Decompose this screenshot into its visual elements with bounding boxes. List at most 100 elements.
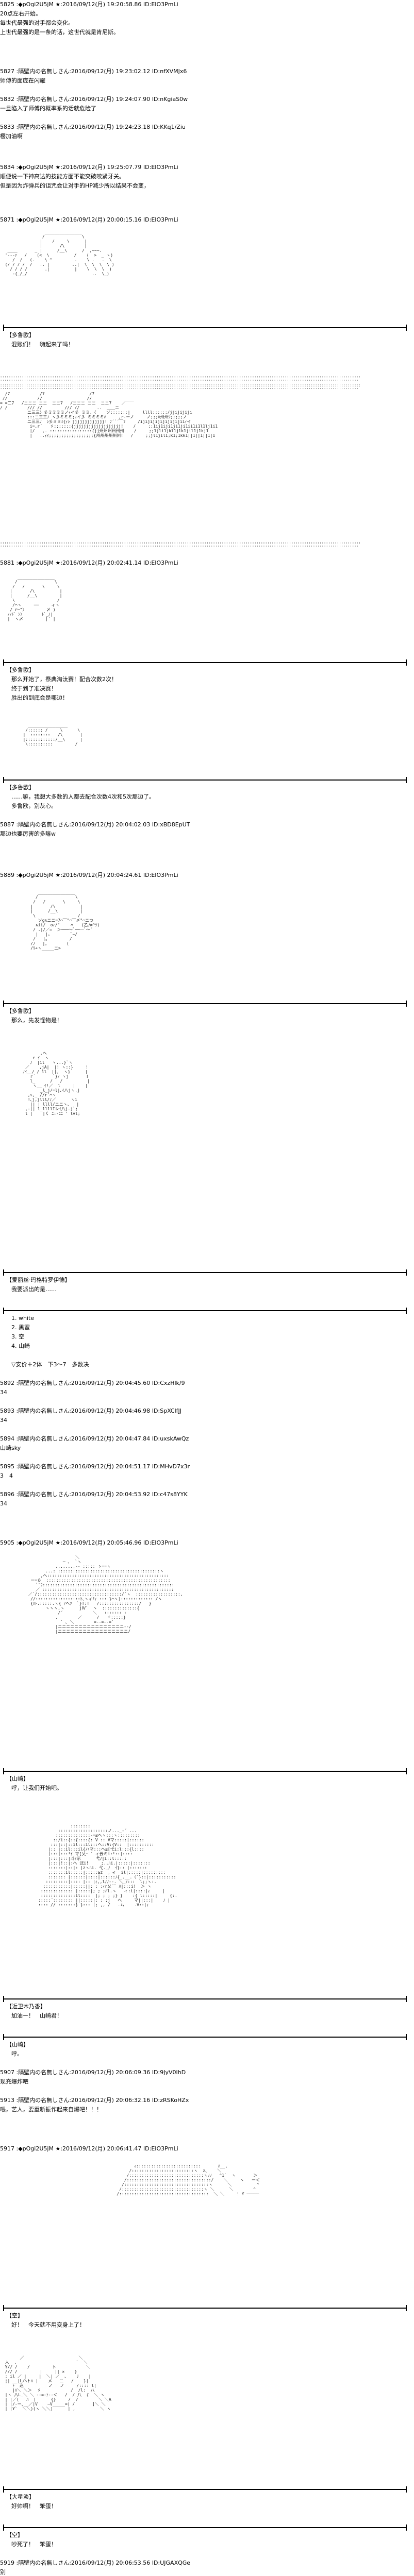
post-date: 2016/09/12(月) 20:04:46.98 xyxy=(71,1408,151,1414)
speech-line: 吵死了！ 笨蛋！ xyxy=(11,2541,57,2548)
post-header: 5907 :隔壁内の名無しさん:2016/09/12(月) 20:06:09.3… xyxy=(0,2069,186,2076)
post: 5919 :隔壁内の名無しさん:2016/09/12(月) 20:06:53.5… xyxy=(0,2558,414,2576)
poster-id: ID:zRSKoHZx xyxy=(152,2097,189,2104)
poster-id: ID:xBD8EpUT xyxy=(152,821,190,828)
post-header: 5871 :◆pOgi2U5jM ★:2016/09/12(月) 20:00:1… xyxy=(0,216,178,223)
scene-divider xyxy=(0,2305,414,2311)
post-header: 5887 :隔壁内の名無しさん:2016/09/12(月) 20:04:02.0… xyxy=(0,821,190,828)
poster-name: 隔壁内の名無しさん xyxy=(18,1408,70,1414)
post-date: 2016/09/12(月) 20:04:51.17 xyxy=(71,1463,151,1470)
post-date: 2016/09/12(月) 20:00:15.16 xyxy=(62,216,142,223)
poster-name: 隔壁内の名無しさん xyxy=(18,96,70,103)
post-body: 喂，艺人，要重新振作起来自爆吧！！！ xyxy=(0,2106,102,2113)
post-header: 5895 :隔壁内の名無しさん:2016/09/12(月) 20:04:51.1… xyxy=(0,1463,190,1470)
post-header: 5834 :◆pOgi2U5jM ★:2016/09/12(月) 19:25:0… xyxy=(0,164,178,171)
scene-divider xyxy=(0,2486,414,2493)
poster-id: ID:c47s8YYK xyxy=(152,1491,188,1498)
poster-name: ◆pOgi2U5jM ★ xyxy=(18,1,61,8)
post-number[interactable]: 5832 xyxy=(0,96,14,103)
post-number[interactable]: 5833 xyxy=(0,124,14,130)
choice-option: 3. 空 xyxy=(11,1333,24,1340)
post-number[interactable]: 5881 xyxy=(0,560,14,566)
post-body: 34 xyxy=(0,1500,7,1507)
speech-block: 【山崎】 呼。 xyxy=(0,2040,414,2059)
post-date: 2016/09/12(月) 20:06:41.47 xyxy=(62,2145,142,2152)
speaker-name: 【山崎】 xyxy=(6,1775,29,1782)
post: 5832 :隔壁内の名無しさん:2016/09/12(月) 19:24:07.9… xyxy=(0,95,414,113)
post-number[interactable]: 5834 xyxy=(0,164,14,171)
post-number[interactable]: 5887 xyxy=(0,821,14,828)
scene-divider xyxy=(0,1269,414,1276)
post-number[interactable]: 5913 xyxy=(0,2097,14,2104)
post-number[interactable]: 5871 xyxy=(0,216,14,223)
poster-id: ID:EIO3PmLi xyxy=(143,216,178,223)
post-number[interactable]: 5893 xyxy=(0,1408,14,1414)
poster-id: ID:9JyV0IhD xyxy=(152,2069,186,2076)
post: 5917 :◆pOgi2U5jM ★:2016/09/12(月) 20:06:4… xyxy=(0,2144,414,2549)
post-header: 5919 :隔壁内の名無しさん:2016/09/12(月) 20:06:53.5… xyxy=(0,2560,191,2566)
poster-id: ID:uxskAwQz xyxy=(152,1435,189,1442)
post-number[interactable]: 5895 xyxy=(0,1463,14,1470)
ascii-art-alice: ,ヘ r ｲ ヽ ﾉ |il ヽ...}`ヽ ／ ,jA| |! ヽ::} ! … xyxy=(23,1051,90,1116)
speaker-name: 【多鲁欧】 xyxy=(6,667,35,673)
poster-id: ID:EIO3PmLi xyxy=(143,1,178,8)
post-body: 师傅的面庞在闪耀 xyxy=(0,77,45,84)
speech-block: 【近卫木乃香】 加油ー！ 山崎君！ xyxy=(0,2002,414,2021)
speaker-name: 【山崎】 xyxy=(6,2041,29,2048)
post-number[interactable]: 5919 xyxy=(0,2560,14,2566)
post-body: 3 4 xyxy=(0,1472,13,1479)
post-header: 5832 :隔壁内の名無しさん:2016/09/12(月) 19:24:07.9… xyxy=(0,96,188,103)
post-header: 5833 :隔壁内の名無しさん:2016/09/12(月) 19:24:23.1… xyxy=(0,124,186,130)
post-number[interactable]: 5894 xyxy=(0,1435,14,1442)
post-body: 20点左右开始。 每世代最强的对手都会变化。 上世代最强的是一条的话，这世代就是… xyxy=(0,10,119,36)
post-header: 5917 :◆pOgi2U5jM ★:2016/09/12(月) 20:06:4… xyxy=(0,2145,178,2152)
poster-name: 隔壁内の名無しさん xyxy=(18,1435,70,1442)
scene-divider xyxy=(0,659,414,666)
post-body: 山崎sky xyxy=(0,1445,21,1451)
post-number[interactable]: 5917 xyxy=(0,2145,14,2152)
speech-line: 多鲁欧，别灰心。 xyxy=(11,803,57,809)
post-date: 2016/09/12(月) 19:24:23.18 xyxy=(71,124,151,130)
speech-line: 好！ 今天就不用变身上了！ xyxy=(11,2321,85,2328)
post-number[interactable]: 5889 xyxy=(0,872,14,878)
speech-line: 那么开始了，祭典淘汰赛！配合次数2次！ xyxy=(11,676,117,683)
post-number[interactable]: 5827 xyxy=(0,68,14,75)
poster-id: ID:EIO3PmLi xyxy=(143,164,178,171)
post-number[interactable]: 5907 xyxy=(0,2069,14,2076)
speaker-name: 【爱丽丝·玛格特罗伊德】 xyxy=(6,1277,71,1283)
poster-name: ◆pOgi2U5jM ★ xyxy=(18,164,61,171)
post-date: 2016/09/12(月) 20:04:02.03 xyxy=(71,821,151,828)
poster-name: ◆pOgi2U5jM ★ xyxy=(18,1539,61,1546)
speech-block: 【多鲁欧】 那么开始了，祭典淘汰赛！配合次数2次！ 终于到了准决赛！ 胜出的到底… xyxy=(0,666,414,703)
post-header: 5892 :隔壁内の名無しさん:2016/09/12(月) 20:04:45.6… xyxy=(0,1380,185,1386)
poster-id: ID:nKgiaS0w xyxy=(152,96,188,103)
speaker-name: 【大星淡】 xyxy=(6,2494,35,2500)
ascii-art-yamazaki: :::::::: ::::::::::::::::::::ノ..._-´ ...… xyxy=(38,1824,177,1907)
poster-name: ◆pOgi2U5jM ★ xyxy=(18,2145,61,2152)
poster-name: 隔壁内の名無しさん xyxy=(18,68,70,75)
post-number[interactable]: 5896 xyxy=(0,1491,14,1498)
scene-divider xyxy=(0,325,414,331)
scene-divider xyxy=(0,2034,414,2040)
speech-block: 【空】 好！ 今天就不用变身上了！ xyxy=(0,2311,414,2330)
post-header: 5894 :隔壁内の名無しさん:2016/09/12(月) 20:04:47.8… xyxy=(0,1435,189,1442)
ascii-art-mask-head: _______________ / \ / / \ \ | /\ | | /__… xyxy=(7,575,62,621)
post-date: 2016/09/12(月) 20:04:24.61 xyxy=(62,872,142,878)
poster-name: 隔壁内の名無しさん xyxy=(18,2069,70,2076)
post: 5834 :◆pOgi2U5jM ★:2016/09/12(月) 19:25:0… xyxy=(0,163,414,191)
ascii-art-pointing: _______________ / \ / / \ \ | /\ | | /__… xyxy=(30,890,100,951)
poster-id: ID:MHvD7x3r xyxy=(152,1463,190,1470)
choice-list: 1. white 2. 黑蜜 3. 空 4. 山崎 ▽安价＋2体 下3～7 多数… xyxy=(0,1314,414,1369)
post-number[interactable]: 5892 xyxy=(0,1380,14,1386)
post-number[interactable]: 5905 xyxy=(0,1539,14,1546)
poster-id: ID:EIO3PmLi xyxy=(143,1539,178,1546)
post-header: 5913 :隔壁内の名無しさん:2016/09/12(月) 20:06:32.1… xyxy=(0,2097,189,2104)
post-header: 5889 :◆pOgi2U5jM ★:2016/09/12(月) 20:04:2… xyxy=(0,872,178,878)
post-body: 那边也要厉害的多嘛w xyxy=(0,831,56,837)
speech-line: 我要派出的是…… xyxy=(11,1286,57,1293)
vote-instructions: ▽安价＋2体 下3～7 多数决 xyxy=(11,1361,89,1368)
post-date: 2016/09/12(月) 20:05:46.96 xyxy=(62,1539,142,1546)
post-number[interactable]: 5825 xyxy=(0,1,14,8)
post: 5893 :隔壁内の名無しさん:2016/09/12(月) 20:04:46.9… xyxy=(0,1406,414,1425)
post: 5895 :隔壁内の名無しさん:2016/09/12(月) 20:04:51.1… xyxy=(0,1462,414,1481)
